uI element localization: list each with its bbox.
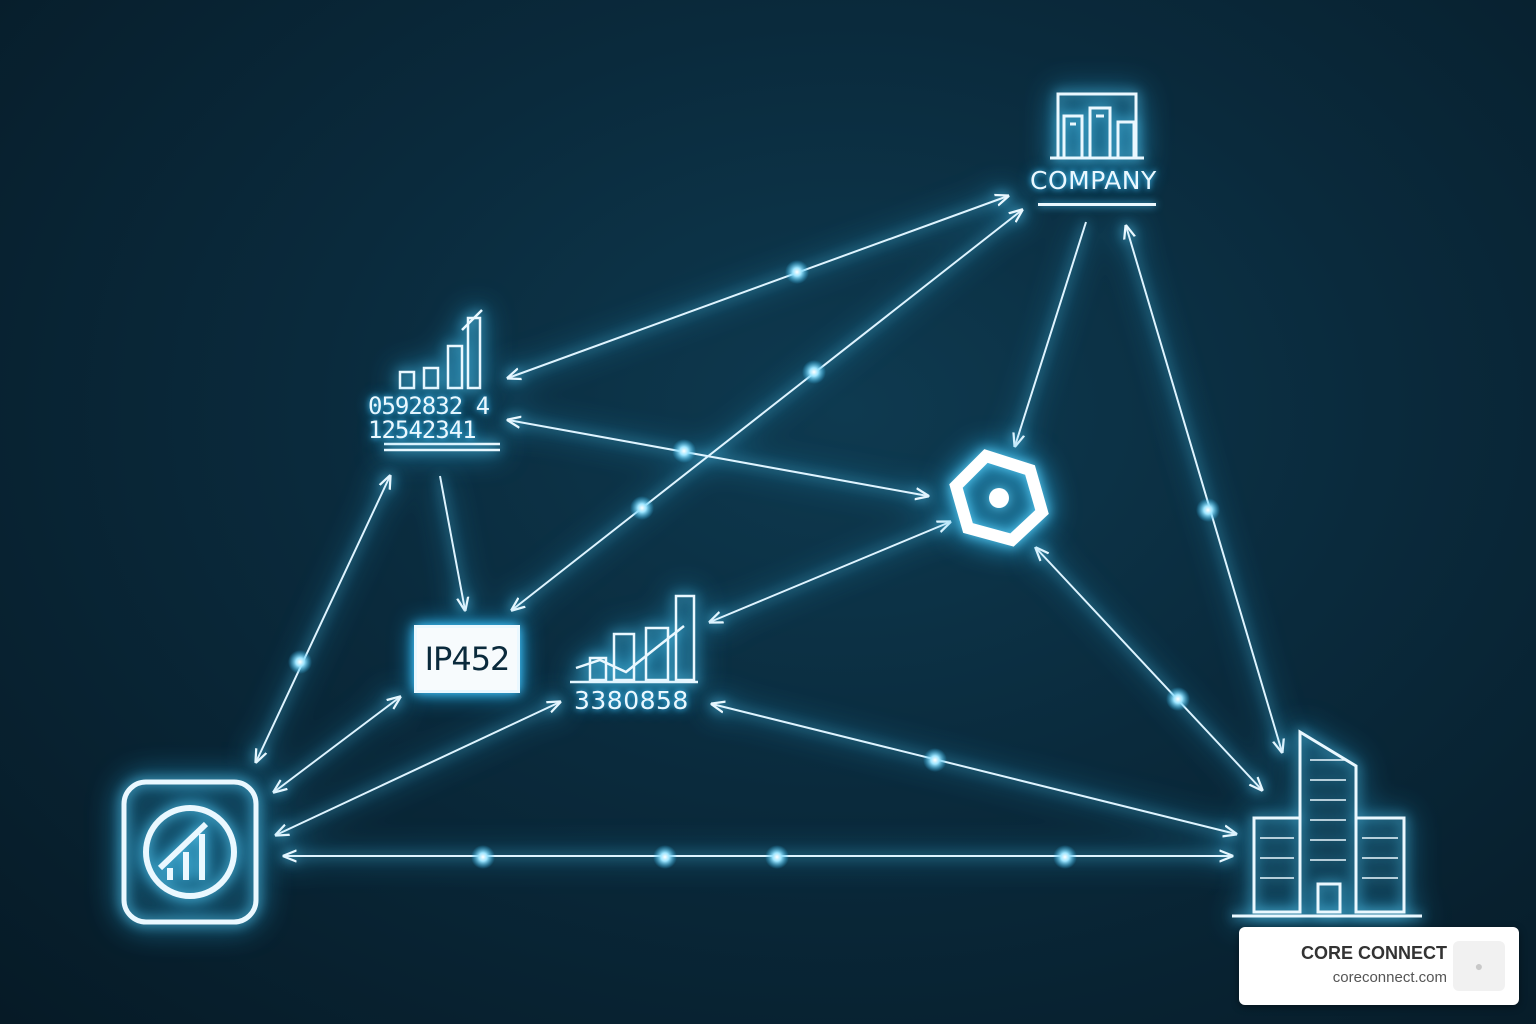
skyline-chart-icon	[570, 594, 698, 684]
company-building-icon	[1050, 92, 1144, 160]
link-app-ip	[274, 697, 400, 792]
brand-url[interactable]: coreconnect.com	[1332, 969, 1447, 986]
metrics-number: 3380858	[574, 686, 689, 715]
link-hub-office	[1036, 548, 1262, 790]
link-app-metrics	[276, 702, 560, 835]
link-ledger-ip	[439, 475, 465, 610]
company-label: COMPANY	[1030, 166, 1157, 195]
brand-name: CORE CONNECT	[1300, 943, 1447, 963]
link-ledger-company	[508, 196, 1008, 378]
link-company-office	[1126, 226, 1282, 752]
ip-label: IP452	[424, 640, 511, 678]
brand-logo-icon: ●	[1453, 941, 1505, 991]
link-ledger-hub	[508, 420, 928, 496]
ip-node: IP452	[414, 625, 520, 693]
ledger-number-line-2: 12542341	[368, 416, 477, 444]
signal-dots	[288, 260, 1220, 869]
company-underline	[1038, 203, 1156, 206]
skyline-ledger-icon	[384, 309, 500, 452]
link-metrics-hub	[710, 522, 950, 622]
brand-card[interactable]: CORE CONNECT coreconnect.com ●	[1239, 927, 1519, 1005]
ledger-number-line-1: 0592832 4	[368, 392, 490, 420]
link-company-hub	[1015, 221, 1087, 446]
link-metrics-office	[712, 704, 1236, 834]
office-tower-icon	[1232, 729, 1422, 918]
signal-app-icon	[121, 779, 259, 925]
link-ip-company	[512, 210, 1022, 610]
hexagon-hub-icon	[949, 449, 1049, 547]
